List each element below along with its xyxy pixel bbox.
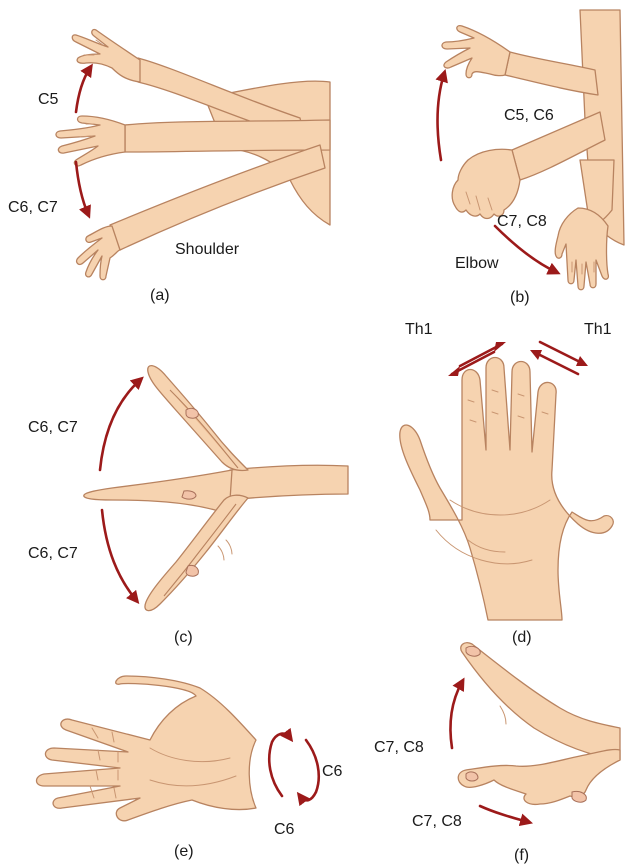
label-c6-bottom: C6 bbox=[274, 821, 295, 838]
panel-f: C7, C8 C7, C8 (f) bbox=[374, 643, 620, 864]
caption-f: (f) bbox=[514, 847, 529, 864]
label-c5-c6: C5, C6 bbox=[504, 107, 554, 124]
caption-e: (e) bbox=[174, 843, 194, 860]
lowered-arm-illustration bbox=[110, 145, 325, 250]
panel-e: C6 C6 (e) bbox=[37, 676, 343, 860]
panel-c: C6, C7 C6, C7 (c) bbox=[28, 366, 348, 646]
palm-hand-illustration bbox=[37, 676, 257, 821]
spread-hand-illustration bbox=[400, 358, 614, 621]
arrow-abduction-up bbox=[76, 68, 90, 112]
arrow-adduct-right bbox=[534, 352, 578, 374]
label-c7-c8: C7, C8 bbox=[497, 213, 547, 230]
neutral-hand-illustration bbox=[84, 470, 232, 511]
caption-c: (c) bbox=[174, 629, 193, 646]
extended-hand-illustration-c bbox=[148, 366, 248, 471]
label-c6-c7-down: C6, C7 bbox=[28, 545, 78, 562]
arrow-wrist-extension bbox=[100, 380, 140, 470]
arrow-elbow-flexion bbox=[438, 74, 444, 160]
caption-d: (d) bbox=[512, 629, 532, 646]
arrow-wrist-flexion bbox=[102, 510, 136, 600]
horizontal-arm-illustration bbox=[125, 120, 330, 152]
flexed-hand-illustration-c bbox=[145, 495, 248, 610]
extended-hand-illustration bbox=[555, 208, 608, 290]
label-shoulder: Shoulder bbox=[175, 241, 240, 258]
flexed-hand-illustration bbox=[442, 26, 510, 78]
label-th1-right: Th1 bbox=[584, 321, 612, 338]
arrow-adduction-down bbox=[76, 162, 88, 214]
panel-a: C5 C6, C7 Shoulder (a) bbox=[8, 30, 330, 304]
extended-finger-illustration bbox=[461, 643, 620, 760]
label-c6-top: C6 bbox=[322, 763, 343, 780]
arrow-abduct-right bbox=[540, 342, 584, 364]
arrow-finger-flexion bbox=[480, 806, 528, 822]
caption-a: (a) bbox=[150, 287, 170, 304]
caption-b: (b) bbox=[510, 289, 530, 306]
mid-hand-illustration bbox=[452, 149, 520, 218]
label-c6-c7: C6, C7 bbox=[8, 199, 58, 216]
flexed-finger-illustration bbox=[458, 749, 620, 804]
horizontal-hand-illustration bbox=[56, 116, 125, 166]
lowered-hand-illustration bbox=[77, 226, 120, 280]
label-th1-left: Th1 bbox=[405, 321, 433, 338]
panel-b: C5, C6 C7, C8 Elbow (b) bbox=[438, 10, 624, 306]
label-c7-c8-up: C7, C8 bbox=[374, 739, 424, 756]
arrow-finger-extension bbox=[450, 682, 462, 748]
arrow-pronation bbox=[300, 740, 319, 800]
raised-hand-illustration bbox=[72, 30, 140, 82]
label-c6-c7-up: C6, C7 bbox=[28, 419, 78, 436]
panel-d: Th1 Th1 (d) bbox=[400, 321, 614, 646]
label-c7-c8-down: C7, C8 bbox=[412, 813, 462, 830]
label-c5: C5 bbox=[38, 91, 59, 108]
arrow-elbow-extension bbox=[495, 226, 556, 272]
label-elbow: Elbow bbox=[455, 255, 499, 272]
arrow-supination bbox=[269, 734, 290, 796]
